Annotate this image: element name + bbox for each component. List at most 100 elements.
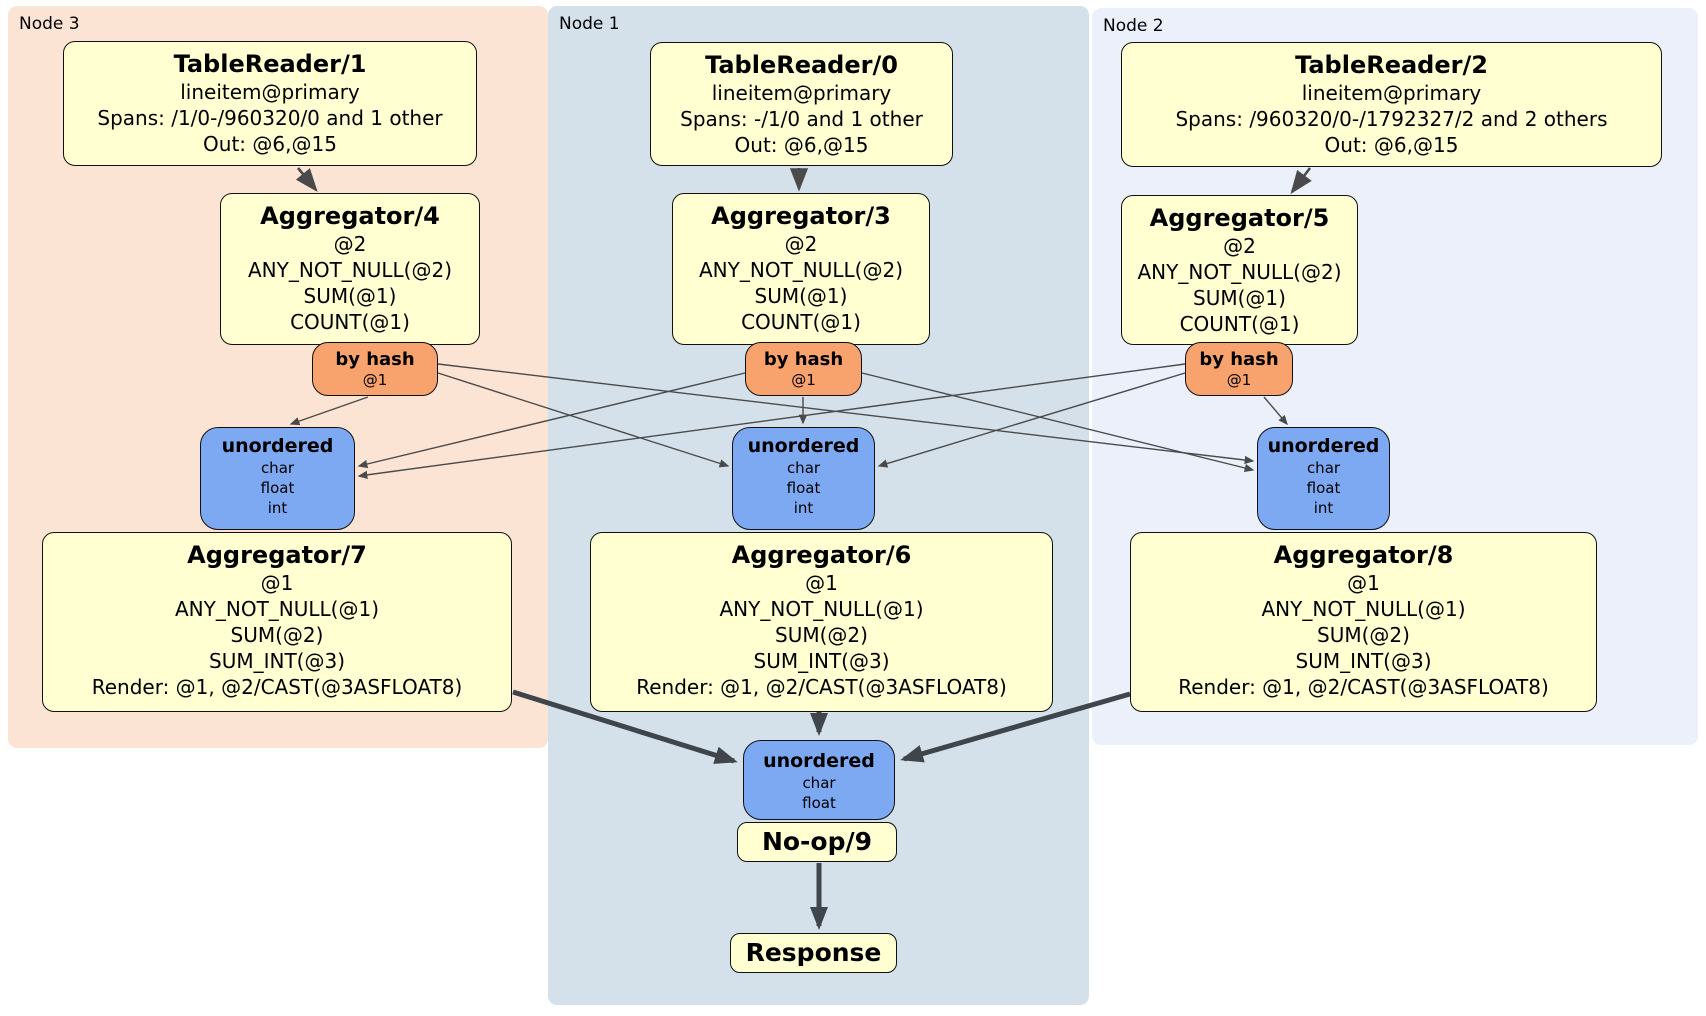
sync-column: int (793, 499, 814, 517)
edge-hash3-sync1 (437, 372, 730, 468)
edge-hash3-sync2 (437, 363, 1255, 465)
agg-line: @2 (1223, 234, 1256, 258)
noop-box: No-op/9 (737, 822, 897, 862)
box-title: Aggregator/4 (260, 202, 440, 230)
router-key: @1 (791, 371, 816, 389)
edge-agg8-finalsync (900, 691, 1131, 763)
agg-line: SUM(@1) (303, 284, 397, 308)
table-reader-box: TableReader/2 lineitem@primary Spans: /9… (1121, 42, 1662, 167)
node3-label: Node 3 (19, 14, 80, 34)
spans-line: Spans: /1/0-/960320/0 and 1 other (97, 106, 443, 130)
sync-title: unordered (221, 435, 334, 457)
aggregator-bottom-box: Aggregator/6 @1 ANY_NOT_NULL(@1) SUM(@2)… (590, 532, 1053, 712)
response-box: Response (730, 933, 897, 973)
index-line: lineitem@primary (711, 81, 892, 105)
agg-line: ANY_NOT_NULL(@2) (699, 258, 903, 282)
unordered-sync-box: unordered char float int (1257, 427, 1390, 530)
out-line: Out: @6,@15 (734, 133, 869, 157)
box-title: Aggregator/5 (1149, 204, 1330, 232)
agg-line: SUM(@2) (230, 623, 324, 647)
edge-hash2-sync3 (357, 363, 1186, 480)
agg-line: Render: @1, @2/CAST(@3ASFLOAT8) (91, 675, 463, 699)
sync-column: char (802, 774, 836, 792)
agg-line: ANY_NOT_NULL(@2) (248, 258, 452, 282)
box-title: Aggregator/6 (731, 541, 912, 569)
box-title: Aggregator/7 (187, 541, 367, 569)
agg-line: Render: @1, @2/CAST(@3ASFLOAT8) (1178, 675, 1549, 699)
index-line: lineitem@primary (180, 80, 360, 104)
index-line: lineitem@primary (1301, 81, 1482, 105)
agg-line: @2 (784, 232, 818, 256)
edge-agg7-finalsync (512, 689, 738, 764)
agg-line: @2 (333, 232, 367, 256)
box-title: Aggregator/3 (711, 202, 891, 230)
agg-line: ANY_NOT_NULL(@1) (175, 597, 379, 621)
edge-tr1-agg4 (295, 167, 318, 193)
agg-line: COUNT(@1) (290, 310, 410, 334)
out-line: Out: @6,@15 (203, 132, 337, 156)
agg-line: SUM_INT(@3) (209, 649, 345, 673)
box-title: No-op/9 (761, 827, 873, 856)
unordered-sync-box: unordered char float int (732, 427, 875, 530)
router-title: by hash (763, 349, 844, 370)
aggregator-top-box: Aggregator/4 @2 ANY_NOT_NULL(@2) SUM(@1)… (220, 193, 480, 345)
agg-line: ANY_NOT_NULL(@1) (719, 597, 924, 621)
agg-line: @1 (260, 571, 294, 595)
hash-router-box: by hash @1 (312, 342, 438, 396)
agg-line: ANY_NOT_NULL(@2) (1137, 260, 1342, 284)
router-title: by hash (1199, 349, 1279, 370)
box-title: Aggregator/8 (1273, 541, 1454, 569)
agg-line: COUNT(@1) (1179, 312, 1300, 336)
agg-line: @1 (1347, 571, 1380, 595)
edge-hash1-sync2 (861, 372, 1255, 473)
agg-line: SUM(@2) (775, 623, 868, 647)
sync-column: float (260, 479, 295, 497)
edge-hash2-sync1 (877, 372, 1186, 468)
agg-line: SUM(@1) (754, 284, 848, 308)
box-title: TableReader/1 (173, 50, 367, 78)
edge-hash2-sync2 (1263, 396, 1288, 426)
node2-label: Node 2 (1103, 16, 1164, 36)
sync-column: float (786, 479, 821, 497)
router-key: @1 (1226, 371, 1252, 389)
router-key: @1 (362, 371, 388, 389)
sync-column: float (1306, 479, 1341, 497)
aggregator-bottom-box: Aggregator/7 @1 ANY_NOT_NULL(@1) SUM(@2)… (42, 532, 512, 712)
aggregator-top-box: Aggregator/5 @2 ANY_NOT_NULL(@2) SUM(@1)… (1121, 195, 1358, 345)
box-title: TableReader/2 (1295, 51, 1488, 79)
sync-column: float (802, 794, 836, 812)
agg-line: ANY_NOT_NULL(@1) (1261, 597, 1466, 621)
box-title: TableReader/0 (705, 51, 898, 79)
unordered-sync-box: unordered char float int (200, 427, 355, 530)
agg-line: SUM_INT(@3) (1295, 649, 1432, 673)
sync-title: unordered (763, 750, 875, 772)
out-line: Out: @6,@15 (1324, 133, 1459, 157)
agg-line: SUM_INT(@3) (753, 649, 890, 673)
sync-column: int (1313, 499, 1334, 517)
spans-line: Spans: /960320/0-/1792327/2 and 2 others (1175, 107, 1608, 131)
sync-column: int (267, 499, 288, 517)
table-reader-box: TableReader/1 lineitem@primary Spans: /1… (63, 41, 477, 166)
sync-title: unordered (1267, 435, 1380, 457)
box-title: Response (745, 938, 882, 967)
agg-line: COUNT(@1) (741, 310, 861, 334)
agg-line: @1 (805, 571, 838, 595)
aggregator-top-box: Aggregator/3 @2 ANY_NOT_NULL(@2) SUM(@1)… (672, 193, 930, 345)
sync-column: char (260, 459, 295, 477)
edge-hash3-sync3 (289, 396, 369, 426)
node1-label: Node 1 (559, 14, 620, 34)
hash-router-box: by hash @1 (1185, 342, 1293, 396)
edge-hash1-sync3 (357, 372, 746, 469)
spans-line: Spans: -/1/0 and 1 other (680, 107, 923, 131)
table-reader-box: TableReader/0 lineitem@primary Spans: -/… (650, 42, 953, 166)
sync-column: char (786, 459, 821, 477)
edge-tr2-agg5 (1290, 167, 1312, 195)
aggregator-bottom-box: Aggregator/8 @1 ANY_NOT_NULL(@1) SUM(@2)… (1130, 532, 1597, 712)
final-unordered-sync-box: unordered char float (743, 740, 895, 820)
sync-column: char (1306, 459, 1341, 477)
agg-line: SUM(@2) (1317, 623, 1410, 647)
hash-router-box: by hash @1 (745, 342, 862, 396)
agg-line: SUM(@1) (1193, 286, 1286, 310)
